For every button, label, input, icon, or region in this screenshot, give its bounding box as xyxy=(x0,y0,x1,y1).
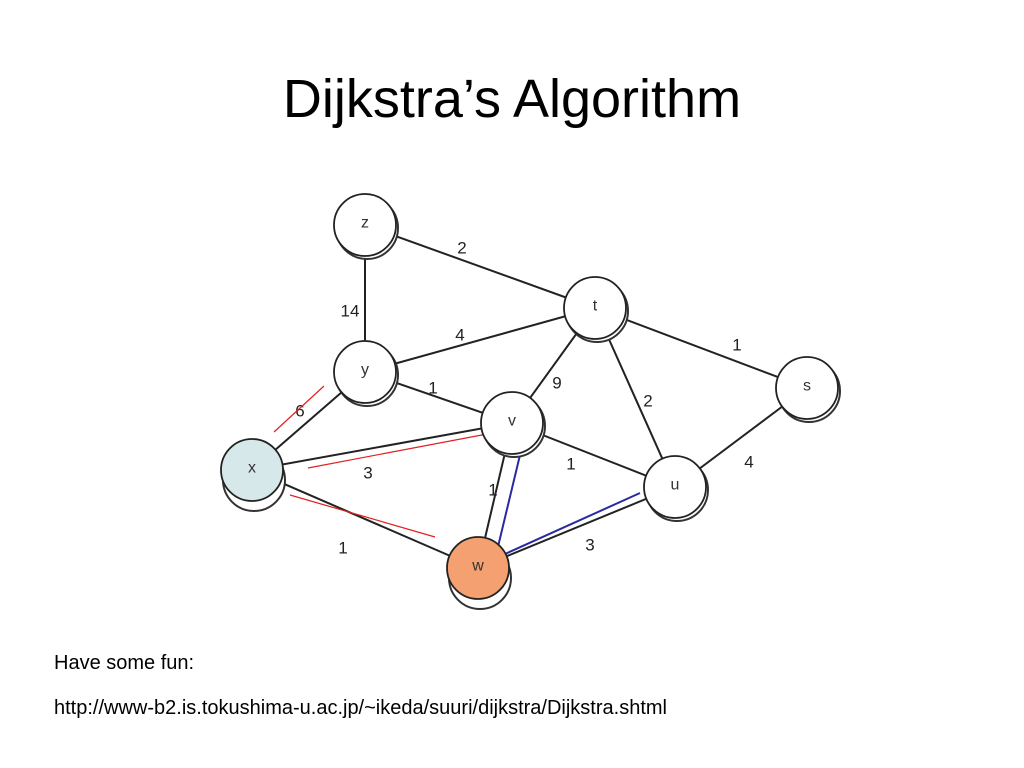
edge-weight-t-s: 1 xyxy=(732,336,741,355)
edge-weight-x-y: 6 xyxy=(295,402,304,421)
edge-weight-v-u: 1 xyxy=(566,455,575,474)
edge-weight-v-t: 9 xyxy=(552,374,561,393)
edge-weight-s-u: 4 xyxy=(744,453,753,472)
node-s: s xyxy=(775,356,841,423)
node-label-y: y xyxy=(361,362,369,379)
red-mark-x-w xyxy=(289,494,436,538)
node-z: z xyxy=(333,193,399,260)
edge-weight-y-t: 4 xyxy=(455,326,464,345)
slide-title: Dijkstra’s Algorithm xyxy=(282,69,742,129)
node-x: x xyxy=(220,438,286,512)
edge-weight-z-t: 2 xyxy=(457,239,466,258)
edge-w-u xyxy=(477,486,676,569)
edge-t-s xyxy=(594,307,808,389)
edge-weight-x-v: 3 xyxy=(363,464,372,483)
edge-weight-w-u: 3 xyxy=(585,536,594,555)
blue-mark-u-w xyxy=(504,492,641,555)
red-mark-x-y xyxy=(273,385,325,433)
edge-weight-y-v: 1 xyxy=(428,379,437,398)
edge-weight-v-w: 1 xyxy=(488,481,497,500)
blue-mark-v-w xyxy=(495,454,521,556)
node-label-s: s xyxy=(803,378,811,395)
node-label-u: u xyxy=(671,477,680,494)
edge-weight-t-u: 2 xyxy=(643,392,652,411)
node-label-w: w xyxy=(471,558,484,575)
node-label-x: x xyxy=(248,460,256,477)
node-u: u xyxy=(643,455,709,522)
node-v: v xyxy=(480,391,546,458)
edge-weight-x-w: 1 xyxy=(338,539,347,558)
edge-x-w xyxy=(251,469,479,569)
edge-y-t xyxy=(364,307,596,373)
node-label-v: v xyxy=(508,413,516,430)
reference-link[interactable]: http://www-b2.is.tokushima-u.ac.jp/~iked… xyxy=(54,697,667,719)
node-y: y xyxy=(333,340,399,407)
edge-x-v xyxy=(251,422,513,471)
node-label-z: z xyxy=(361,215,369,232)
edge-weight-z-y: 14 xyxy=(341,302,360,321)
edge-z-t xyxy=(364,224,596,309)
node-w: w xyxy=(446,536,512,610)
red-mark-x-v xyxy=(307,433,488,469)
fun-note: Have some fun: xyxy=(54,652,195,674)
node-label-t: t xyxy=(593,298,598,315)
node-t: t xyxy=(563,276,629,343)
